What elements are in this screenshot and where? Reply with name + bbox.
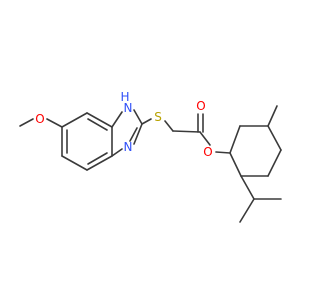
bond-c2-s: [141, 118, 152, 125]
bond-benzene-5: [86, 112, 113, 128]
bond-o-ring: [46, 118, 63, 128]
bond-cyclohexane-6: [229, 152, 242, 177]
atom-n-top: N: [124, 101, 133, 115]
bond-benzene-3-inner: [87, 152, 108, 165]
bonds: [19, 105, 282, 223]
atom-n-bottom: N: [124, 140, 133, 154]
bond-c2-n3-inner: [129, 127, 138, 142]
bond-c2-n3: [133, 123, 143, 145]
bond-c-o-ester: [199, 131, 211, 146]
atom-o-methoxy: O: [35, 112, 44, 126]
atom-s: S: [154, 110, 162, 124]
bond-o-cyclohexyl: [215, 151, 231, 154]
bond-benzene-3: [86, 155, 113, 171]
bond-benzene-5-inner: [87, 118, 108, 131]
bond-c7a-n1: [111, 111, 123, 128]
atom-o-carbonyl: O: [196, 99, 205, 113]
bond-cyclohexane-1: [229, 125, 241, 154]
atom-o-ester: O: [203, 145, 212, 159]
bond-s-ch2: [164, 120, 174, 132]
atom-h-nh: H: [120, 90, 129, 104]
bond-methyl-ring: [267, 105, 278, 127]
bond-n1-c2: [133, 109, 143, 125]
atom-labels: O H N N S O O: [35, 90, 212, 159]
bond-ring-isopropyl: [240, 175, 255, 200]
bond-methyl-o: [19, 118, 34, 127]
molecule-structure: O H N N S O O: [19, 90, 282, 223]
bond-ch2-c: [172, 130, 201, 133]
bond-isopropyl-me1: [239, 198, 255, 223]
bond-cyclohexane-4: [267, 149, 282, 177]
bond-benzene-6: [61, 112, 88, 128]
bond-n3-c3a: [111, 148, 123, 157]
bond-cyclohexane-3: [267, 125, 282, 151]
bond-benzene-2: [61, 155, 88, 171]
